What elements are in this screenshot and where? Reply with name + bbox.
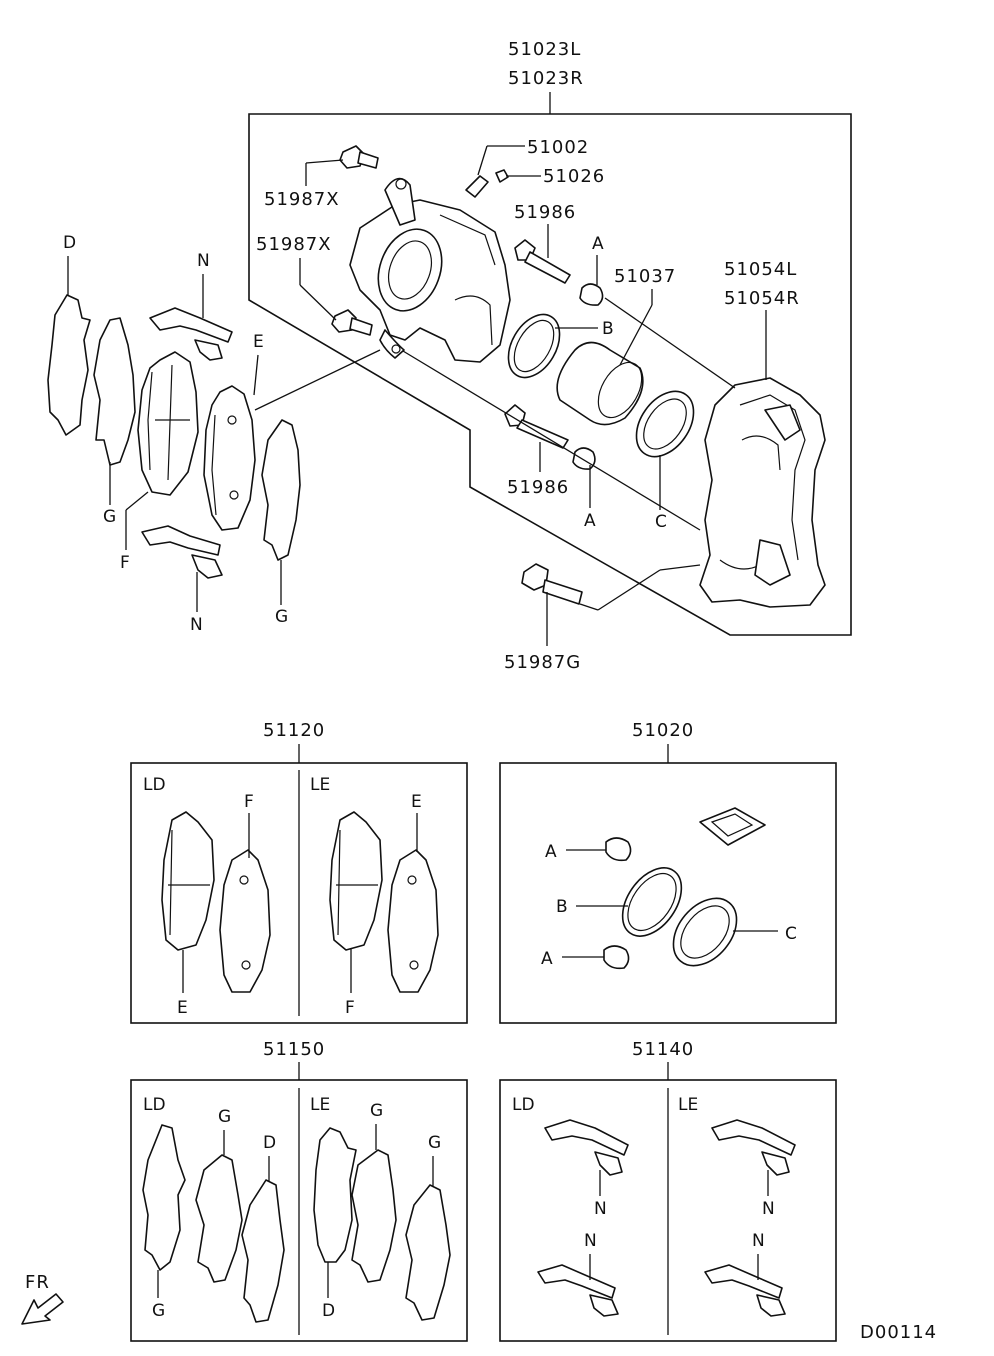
kit-51020-box xyxy=(499,762,837,1024)
label-51026: 51026 xyxy=(543,166,605,187)
label-d: D xyxy=(63,233,76,253)
left-leaders xyxy=(67,256,282,612)
diagram-code: D00114 xyxy=(860,1322,937,1343)
kit-51020-a2: A xyxy=(541,949,553,969)
kit-51140-title: 51140 xyxy=(632,1039,694,1060)
label-f: F xyxy=(120,553,130,573)
label-n-top: N xyxy=(197,251,210,271)
label-assy-l: 51023L xyxy=(508,39,581,60)
clip-n-top xyxy=(149,307,233,361)
label-n-bot: N xyxy=(190,615,203,635)
boot-a-bot xyxy=(572,447,596,470)
left-pad-group: D N E G F N G xyxy=(47,233,301,635)
kit-51150-g1: G xyxy=(218,1107,231,1127)
kit-51120-title: 51120 xyxy=(263,720,325,741)
label-51054l: 51054L xyxy=(724,259,797,280)
label-51986-bot: 51986 xyxy=(507,477,569,498)
main-assembly: 51023L 51023R xyxy=(248,39,852,673)
pad-f xyxy=(137,351,199,496)
kit-51150-g3: G xyxy=(428,1133,441,1153)
kit-51150-d2: D xyxy=(322,1301,335,1321)
bleeder-screw xyxy=(465,175,489,198)
kit-51120: 51120 LD LE F E E F xyxy=(130,720,468,1024)
piston-seal xyxy=(507,313,561,379)
label-51987x-top: 51987X xyxy=(264,189,340,210)
kit-51140-n3: N xyxy=(762,1199,775,1219)
kit-51020-c: C xyxy=(785,924,797,944)
shim-d xyxy=(47,294,91,436)
guide-pin-bot xyxy=(504,404,569,449)
label-g-right: G xyxy=(275,607,288,627)
label-assy-r: 51023R xyxy=(508,68,584,89)
label-51987x-mid: 51987X xyxy=(256,234,332,255)
kit-51140: 51140 LD LE N N N N xyxy=(499,1039,837,1342)
kit-51140-n1: N xyxy=(594,1199,607,1219)
kit-51140-n4: N xyxy=(752,1231,765,1251)
kit-51140-box xyxy=(499,1079,837,1342)
kit-51150-title: 51150 xyxy=(263,1039,325,1060)
kit-51140-ld: LD xyxy=(512,1095,535,1115)
label-51054r: 51054R xyxy=(724,288,800,309)
bolt-51987x-mid xyxy=(331,309,373,336)
kit-51150-le: LE xyxy=(310,1095,330,1115)
kit-51120-box xyxy=(130,762,468,1024)
kit-51150-g2: G xyxy=(370,1101,383,1121)
guide-pin-top xyxy=(514,239,571,284)
kit-51150-ld: LD xyxy=(143,1095,166,1115)
kit-51120-e-bot: E xyxy=(177,998,188,1018)
fr-label: FR xyxy=(25,1272,50,1293)
kit-51020-title: 51020 xyxy=(632,720,694,741)
kit-51150: 51150 LD LE G D G G G D xyxy=(130,1039,468,1342)
kit-51120-e-top: E xyxy=(411,792,422,812)
label-e: E xyxy=(253,332,264,352)
dust-boot xyxy=(635,390,695,458)
label-a-bot: A xyxy=(584,511,596,531)
pad-e xyxy=(203,385,256,531)
shim-g-right xyxy=(261,419,301,561)
front-arrow: FR xyxy=(21,1272,64,1325)
piston xyxy=(556,341,644,426)
kit-51140-n2: N xyxy=(584,1231,597,1251)
label-a-top: A xyxy=(592,234,604,254)
label-51037: 51037 xyxy=(614,266,676,287)
kit-51120-ld: LD xyxy=(143,775,166,795)
caliper-support xyxy=(699,377,826,608)
label-51002: 51002 xyxy=(527,137,589,158)
clip-n-bot xyxy=(141,525,223,579)
boot-a-top xyxy=(579,283,604,306)
kit-51020-a1: A xyxy=(545,842,557,862)
label-b: B xyxy=(602,319,614,339)
kit-51120-f-top: F xyxy=(244,792,254,812)
kit-51150-g4: G xyxy=(152,1301,165,1321)
kit-51150-box xyxy=(130,1079,468,1342)
shim-g-left xyxy=(93,317,136,466)
kit-51120-le: LE xyxy=(310,775,330,795)
label-c: C xyxy=(655,512,667,532)
kit-51150-d1: D xyxy=(263,1133,276,1153)
kit-51020: 51020 A B A C xyxy=(499,720,837,1024)
bolt-51987x-top xyxy=(339,145,379,169)
bleeder-cap xyxy=(495,169,509,183)
label-g-left: G xyxy=(103,507,116,527)
label-51987g: 51987G xyxy=(504,652,581,673)
label-51986-top: 51986 xyxy=(514,202,576,223)
kit-51120-f-bot: F xyxy=(345,998,355,1018)
kit-51140-le: LE xyxy=(678,1095,698,1115)
kit-51020-b: B xyxy=(556,897,568,917)
caliper-body xyxy=(349,177,511,363)
main-frame xyxy=(248,113,852,636)
leader-lines xyxy=(254,145,767,646)
bolt-51987g xyxy=(521,563,583,605)
